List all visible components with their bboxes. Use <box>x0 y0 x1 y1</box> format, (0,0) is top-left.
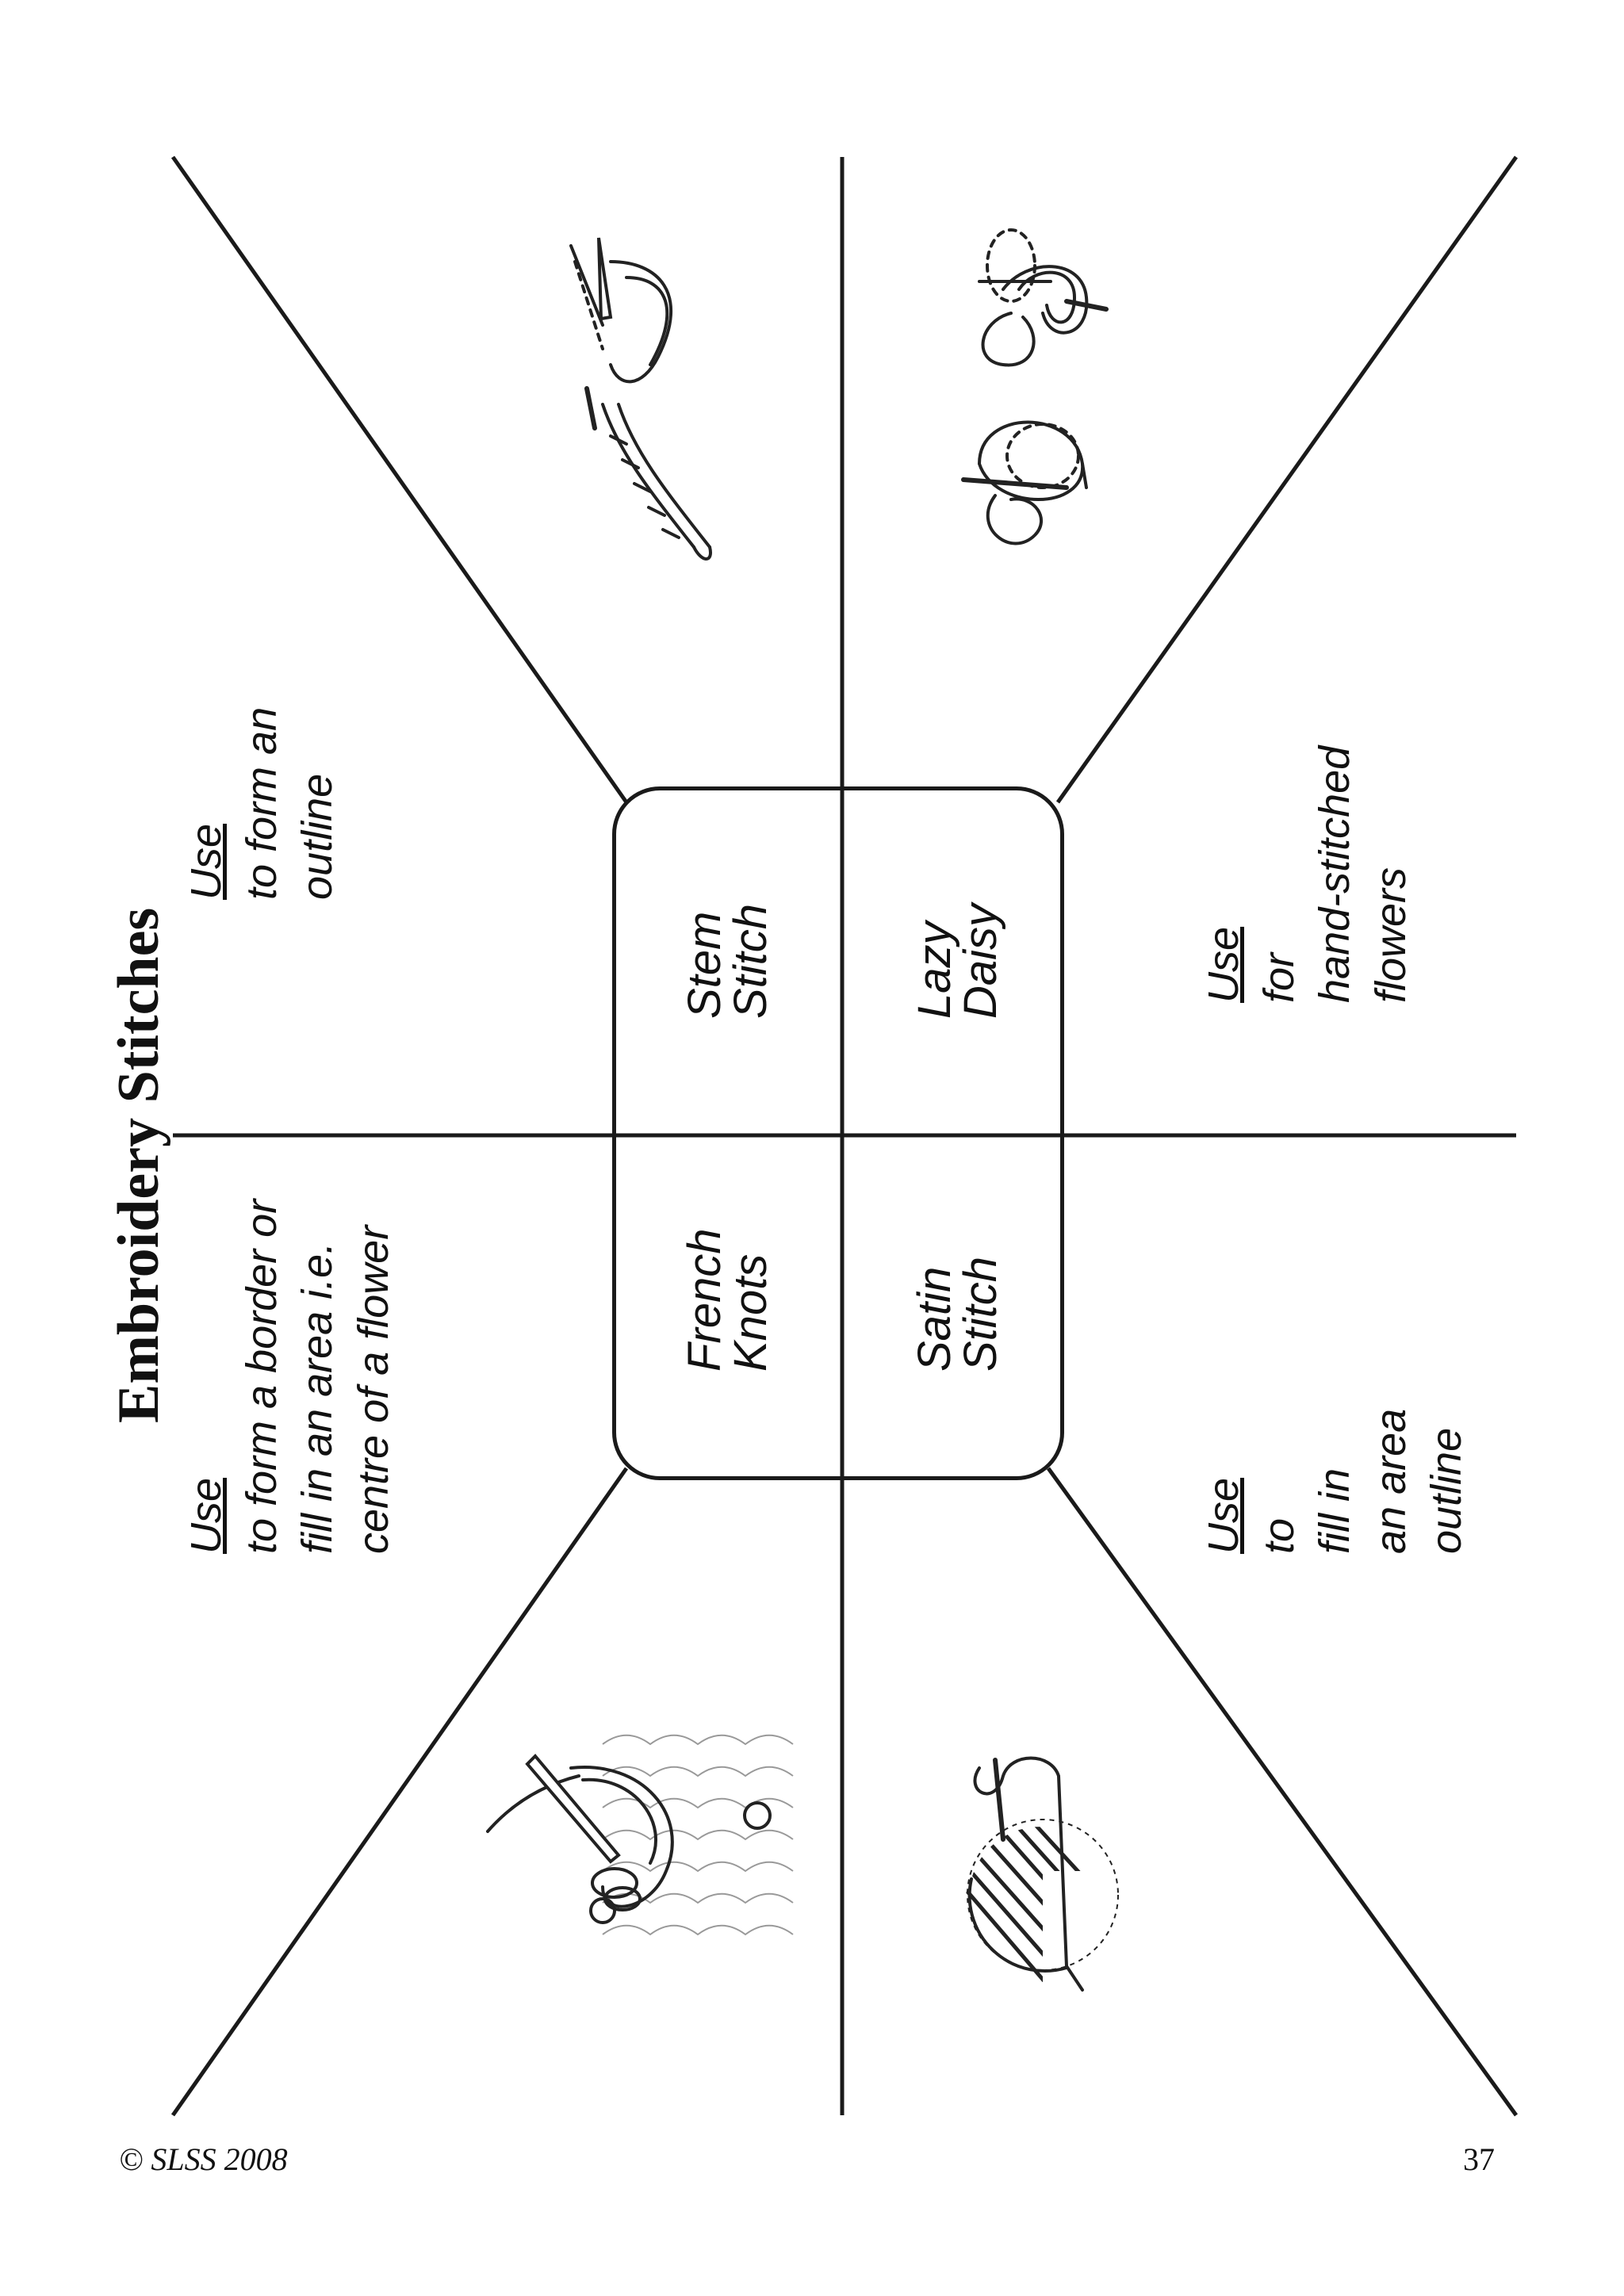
stem-stitch-illustration <box>569 237 712 561</box>
center-box <box>612 786 1064 1480</box>
use-text-stem: Use to form an outline <box>182 706 342 900</box>
satin-stitch-illustration <box>963 1756 1119 1992</box>
use-text-satin: Use to fill in an area outline <box>1200 1408 1470 1554</box>
use-text-lazy-daisy: Use for hand-stitched flowers <box>1200 745 1415 1003</box>
diagonal-top-left <box>170 155 629 804</box>
copyright: © SLSS 2008 <box>119 2141 288 2177</box>
diagonal-bottom-right <box>1046 1467 1519 2117</box>
french-knot-illustration <box>486 1734 794 1936</box>
page-number: 37 <box>1463 2141 1495 2177</box>
use-text-french-knots: Use to form a border or fill in an area … <box>182 1199 397 1554</box>
diagonal-top-right <box>1055 155 1519 804</box>
diagonal-bottom-left <box>170 1467 629 2117</box>
lazy-daisy-illustration <box>961 228 1109 545</box>
page-title: Embroidery Stitches <box>106 907 171 1423</box>
